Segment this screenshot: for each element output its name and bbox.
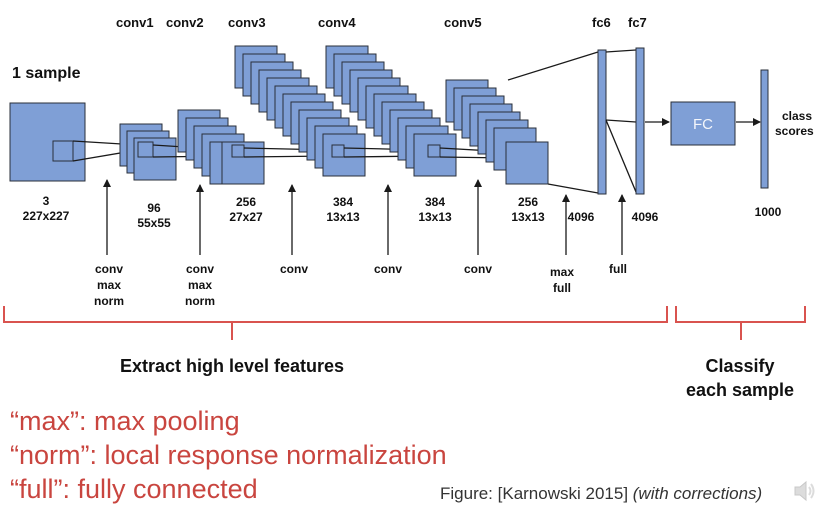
legend: “max”: max pooling “norm”: local respons… xyxy=(10,404,447,506)
section-extract-label: Extract high level features xyxy=(120,356,344,376)
fc6-depth-label: 4096 xyxy=(568,210,595,224)
op-conv1-line2: max xyxy=(97,278,121,292)
output-label-line1: class xyxy=(782,109,812,123)
legend-full: “full”: fully connected xyxy=(10,474,258,504)
conv5-stack xyxy=(445,51,599,194)
op-fc6-line2: full xyxy=(553,281,571,295)
conv1-stack xyxy=(119,123,233,181)
classify-bracket xyxy=(675,306,806,340)
layer-name-conv3: conv3 xyxy=(228,15,266,30)
fc6-layer xyxy=(597,49,637,195)
figure-caption: Figure: [Karnowski 2015] (with correctio… xyxy=(440,484,762,504)
input-size-label: 227x227 xyxy=(23,209,70,223)
output-label-line2: scores xyxy=(775,124,814,138)
layer-name-fc6: fc6 xyxy=(592,15,611,30)
layer-name-conv5: conv5 xyxy=(444,15,482,30)
section-classify-line1: Classify xyxy=(705,356,774,376)
op-conv4: conv xyxy=(374,262,402,276)
legend-norm: “norm”: local response normalization xyxy=(10,440,447,470)
op-conv1-line3: norm xyxy=(94,294,124,308)
op-conv2-line1: conv xyxy=(186,262,214,276)
extract-bracket xyxy=(3,306,668,340)
op-conv3: conv xyxy=(280,262,308,276)
output-layer xyxy=(760,69,769,189)
conv2-depth-label: 256 xyxy=(236,195,256,209)
speaker-icon[interactable] xyxy=(792,478,818,504)
sample-label: 1 sample xyxy=(12,65,81,82)
op-conv2-line3: norm xyxy=(185,294,215,308)
fc7-depth-label: 4096 xyxy=(632,210,659,224)
conv2-stack xyxy=(177,109,333,185)
conv5-depth-label: 256 xyxy=(518,195,538,209)
conv1-depth-label: 96 xyxy=(147,201,161,215)
input-block xyxy=(9,102,139,182)
fc7-layer xyxy=(635,47,645,195)
conv3-size-label: 13x13 xyxy=(326,210,360,224)
caption-main: Figure: [Karnowski 2015] xyxy=(440,484,633,503)
conv3-stack xyxy=(234,45,429,177)
layer-name-conv2: conv2 xyxy=(166,15,204,30)
op-fc7: full xyxy=(609,262,627,276)
fc-box: FC xyxy=(670,101,736,146)
conv5-size-label: 13x13 xyxy=(511,210,545,224)
section-classify-line2: each sample xyxy=(686,380,794,400)
layer-name-conv4: conv4 xyxy=(318,15,356,30)
op-conv5: conv xyxy=(464,262,492,276)
conv3-depth-label: 384 xyxy=(333,195,353,209)
op-conv1-line1: conv xyxy=(95,262,123,276)
conv1-size-label: 55x55 xyxy=(137,216,171,230)
conv2-size-label: 27x27 xyxy=(229,210,263,224)
output-size-label: 1000 xyxy=(755,205,782,219)
layer-name-fc7: fc7 xyxy=(628,15,647,30)
op-conv2-line2: max xyxy=(188,278,212,292)
conv4-depth-label: 384 xyxy=(425,195,445,209)
caption-note: (with corrections) xyxy=(632,484,763,503)
op-fc6-line1: max xyxy=(550,265,574,279)
conv4-size-label: 13x13 xyxy=(418,210,452,224)
conv4-stack xyxy=(325,45,511,177)
legend-max: “max”: max pooling xyxy=(10,406,240,436)
fc-box-label: FC xyxy=(693,116,713,133)
input-depth-label: 3 xyxy=(43,194,50,208)
layer-name-conv1: conv1 xyxy=(116,15,154,30)
